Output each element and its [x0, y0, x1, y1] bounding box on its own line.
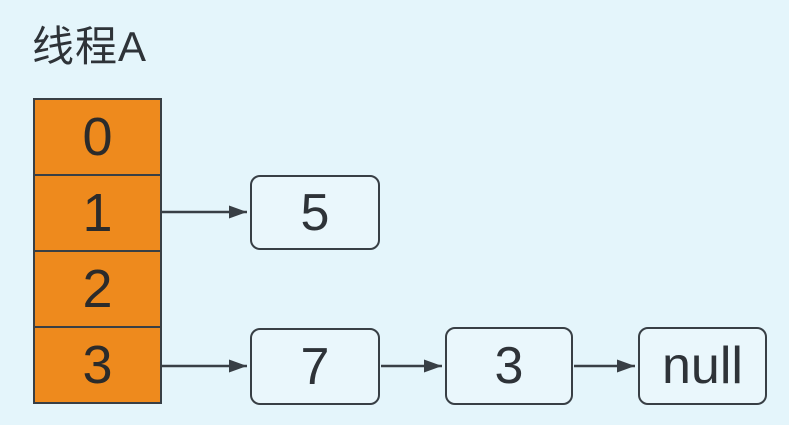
- array-cell-0: 0: [35, 100, 160, 176]
- bucket-array: 0 1 2 3: [33, 98, 162, 404]
- array-cell-1: 1: [35, 176, 160, 252]
- diagram-title: 线程A: [32, 23, 148, 70]
- array-cell-2: 2: [35, 252, 160, 328]
- node-null: null: [638, 327, 767, 405]
- node-7: 7: [250, 328, 380, 405]
- array-cell-3: 3: [35, 328, 160, 402]
- node-5: 5: [250, 175, 380, 250]
- node-3: 3: [445, 327, 573, 405]
